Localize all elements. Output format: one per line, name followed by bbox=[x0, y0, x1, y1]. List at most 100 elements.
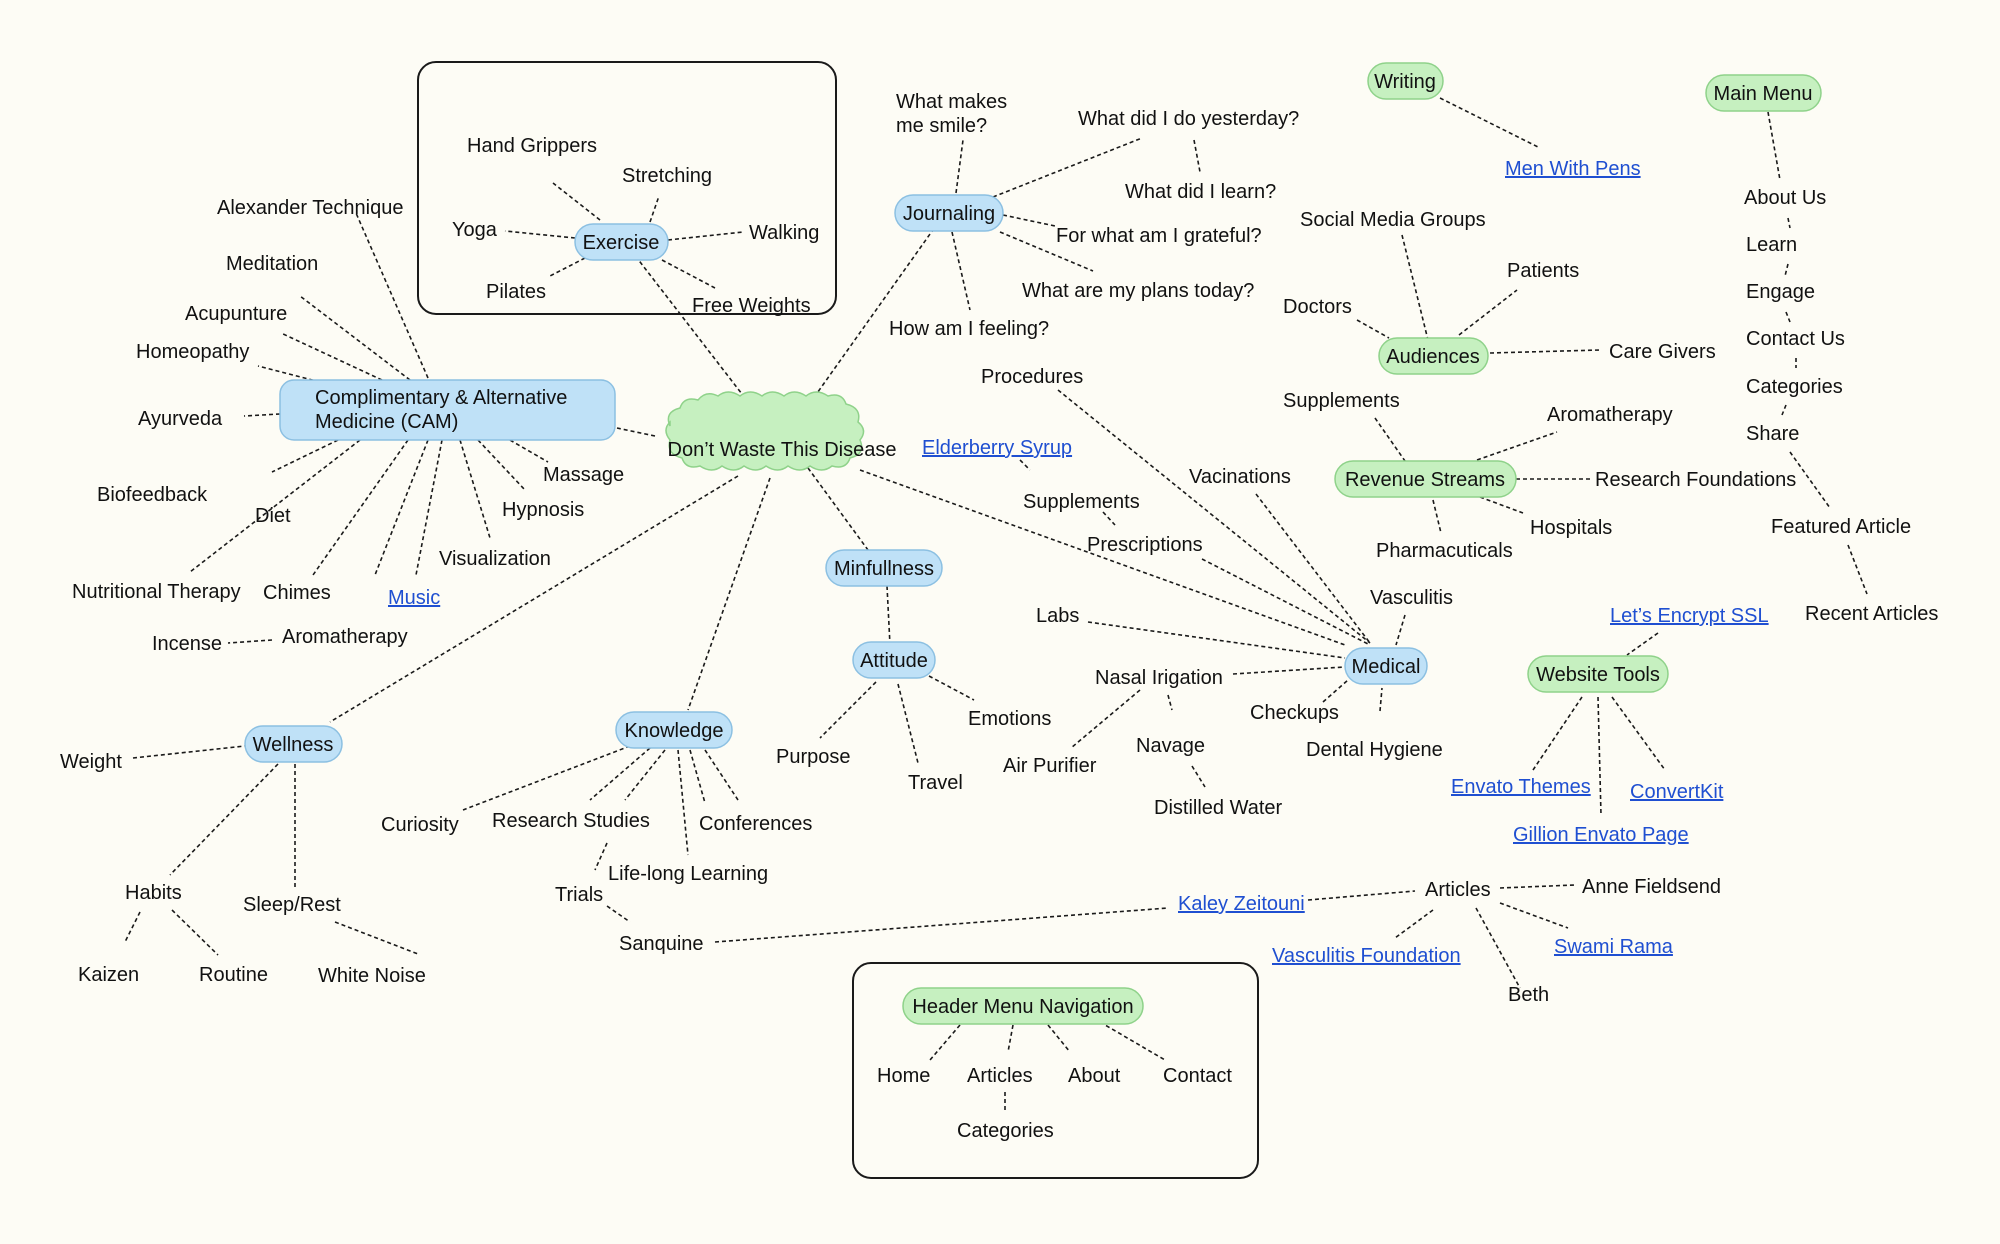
lifelong-learning-label: Life-long Learning bbox=[608, 863, 768, 885]
swami-rama-link[interactable]: Swami Rama bbox=[1554, 936, 1674, 958]
header-menu-node[interactable]: Header Menu Navigation bbox=[902, 987, 1144, 1025]
white-noise-label: White Noise bbox=[318, 965, 426, 987]
knowledge-node[interactable]: Knowledge bbox=[615, 711, 733, 749]
what-makes-label: What makes bbox=[896, 91, 1007, 113]
homeopathy-label: Homeopathy bbox=[136, 341, 249, 363]
diet-label: Diet bbox=[255, 505, 291, 527]
gillion-envato-link[interactable]: Gillion Envato Page bbox=[1513, 824, 1689, 846]
categories-label: Categories bbox=[1746, 376, 1843, 398]
attitude-node[interactable]: Attitude bbox=[852, 641, 936, 679]
home-label: Home bbox=[877, 1065, 930, 1087]
categories-nav-label: Categories bbox=[957, 1120, 1054, 1142]
men-with-pens-link[interactable]: Men With Pens bbox=[1505, 158, 1641, 180]
what-did-i-learn-label: What did I learn? bbox=[1125, 181, 1276, 203]
anne-fieldsend-label: Anne Fieldsend bbox=[1582, 876, 1721, 898]
emotions-label: Emotions bbox=[968, 708, 1051, 730]
contact-us-label: Contact Us bbox=[1746, 328, 1845, 350]
biofeedback-label: Biofeedback bbox=[97, 484, 208, 506]
meditation-label: Meditation bbox=[226, 253, 318, 275]
kaley-zeitouni-link[interactable]: Kaley Zeitouni bbox=[1178, 893, 1305, 915]
exercise-label: Exercise bbox=[583, 232, 660, 254]
patients-label: Patients bbox=[1507, 260, 1579, 282]
vacinations-label: Vacinations bbox=[1189, 466, 1291, 488]
vasculitis-foundation-link[interactable]: Vasculitis Foundation bbox=[1272, 945, 1461, 967]
header-menu-label: Header Menu Navigation bbox=[912, 996, 1133, 1018]
visualization-label: Visualization bbox=[439, 548, 551, 570]
website-tools-node[interactable]: Website Tools bbox=[1527, 655, 1669, 693]
navage-label: Navage bbox=[1136, 735, 1205, 757]
learn-label: Learn bbox=[1746, 234, 1797, 256]
wellness-label: Wellness bbox=[253, 734, 334, 756]
alexander-technique-label: Alexander Technique bbox=[217, 197, 403, 219]
air-purifier-label: Air Purifier bbox=[1003, 755, 1097, 777]
attitude-label: Attitude bbox=[860, 650, 928, 672]
convertkit-link[interactable]: ConvertKit bbox=[1630, 781, 1724, 803]
journaling-label: Journaling bbox=[903, 203, 995, 225]
cam-node[interactable]: Complimentary & Alternative Medicine (CA… bbox=[279, 379, 616, 441]
wellness-node[interactable]: Wellness bbox=[244, 725, 343, 763]
connector-lines bbox=[124, 97, 1868, 1110]
curiosity-label: Curiosity bbox=[381, 814, 459, 836]
acupunture-label: Acupunture bbox=[185, 303, 287, 325]
conferences-label: Conferences bbox=[699, 813, 812, 835]
vasculitis-label: Vasculitis bbox=[1370, 587, 1453, 609]
hypnosis-label: Hypnosis bbox=[502, 499, 584, 521]
free-weights-label: Free Weights bbox=[692, 295, 811, 317]
incense-label: Incense bbox=[152, 633, 222, 655]
articles-nav-label: Articles bbox=[967, 1065, 1033, 1087]
nutritional-therapy-label: Nutritional Therapy bbox=[72, 581, 241, 603]
research-studies-label: Research Studies bbox=[492, 810, 650, 832]
prescriptions-label: Prescriptions bbox=[1087, 534, 1203, 556]
ayurveda-label: Ayurveda bbox=[138, 408, 223, 430]
main-menu-node[interactable]: Main Menu bbox=[1705, 74, 1822, 112]
about-us-label: About Us bbox=[1744, 187, 1826, 209]
about-label: About bbox=[1068, 1065, 1121, 1087]
envato-themes-link[interactable]: Envato Themes bbox=[1451, 776, 1591, 798]
elderberry-syrup-link[interactable]: Elderberry Syrup bbox=[922, 437, 1072, 459]
medical-label: Medical bbox=[1352, 656, 1421, 678]
exercise-node[interactable]: Exercise bbox=[574, 223, 669, 261]
featured-article-label: Featured Article bbox=[1771, 516, 1911, 538]
audiences-node[interactable]: Audiences bbox=[1378, 337, 1489, 375]
chimes-label: Chimes bbox=[263, 582, 331, 604]
procedures-label: Procedures bbox=[981, 366, 1083, 388]
walking-label: Walking bbox=[749, 222, 819, 244]
central-topic-cloud[interactable]: Don’t Waste This Disease bbox=[665, 391, 896, 471]
writing-node[interactable]: Writing bbox=[1367, 62, 1444, 100]
journaling-node[interactable]: Journaling bbox=[894, 194, 1004, 232]
articles-label: Articles bbox=[1425, 879, 1491, 901]
mindfulness-node[interactable]: Minfullness bbox=[825, 549, 943, 587]
supplements-medical-label: Supplements bbox=[1023, 491, 1140, 513]
writing-label: Writing bbox=[1374, 71, 1436, 93]
audiences-label: Audiences bbox=[1386, 346, 1479, 368]
header-menu-boundary bbox=[852, 962, 1259, 1179]
research-foundations-label: Research Foundations bbox=[1595, 469, 1796, 491]
medical-node[interactable]: Medical bbox=[1344, 647, 1428, 685]
revenue-streams-label: Revenue Streams bbox=[1345, 469, 1505, 491]
how-am-i-feeling-label: How am I feeling? bbox=[889, 318, 1049, 340]
hospitals-label: Hospitals bbox=[1530, 517, 1612, 539]
exercise-boundary bbox=[417, 61, 837, 315]
doctors-label: Doctors bbox=[1283, 296, 1352, 318]
aromatherapy-cam-label: Aromatherapy bbox=[282, 626, 408, 648]
yoga-label: Yoga bbox=[452, 219, 498, 241]
labs-label: Labs bbox=[1036, 605, 1079, 627]
routine-label: Routine bbox=[199, 964, 268, 986]
aromatherapy-revenue-label: Aromatherapy bbox=[1547, 404, 1673, 426]
revenue-streams-node[interactable]: Revenue Streams bbox=[1334, 460, 1517, 498]
cam-label-line2: Medicine (CAM) bbox=[315, 411, 458, 433]
sanquine-label: Sanquine bbox=[619, 933, 704, 955]
lets-encrypt-link[interactable]: Let’s Encrypt SSL bbox=[1610, 605, 1769, 627]
music-link[interactable]: Music bbox=[388, 587, 440, 609]
purpose-label: Purpose bbox=[776, 746, 851, 768]
massage-label: Massage bbox=[543, 464, 624, 486]
weight-label: Weight bbox=[60, 751, 122, 773]
for-what-am-i-grateful-label: For what am I grateful? bbox=[1056, 225, 1262, 247]
main-menu-label: Main Menu bbox=[1714, 83, 1813, 105]
website-tools-label: Website Tools bbox=[1536, 664, 1660, 686]
sleep-rest-label: Sleep/Rest bbox=[243, 894, 341, 916]
pilates-label: Pilates bbox=[486, 281, 546, 303]
habits-label: Habits bbox=[125, 882, 182, 904]
what-did-i-do-yesterday-label: What did I do yesterday? bbox=[1078, 108, 1299, 130]
